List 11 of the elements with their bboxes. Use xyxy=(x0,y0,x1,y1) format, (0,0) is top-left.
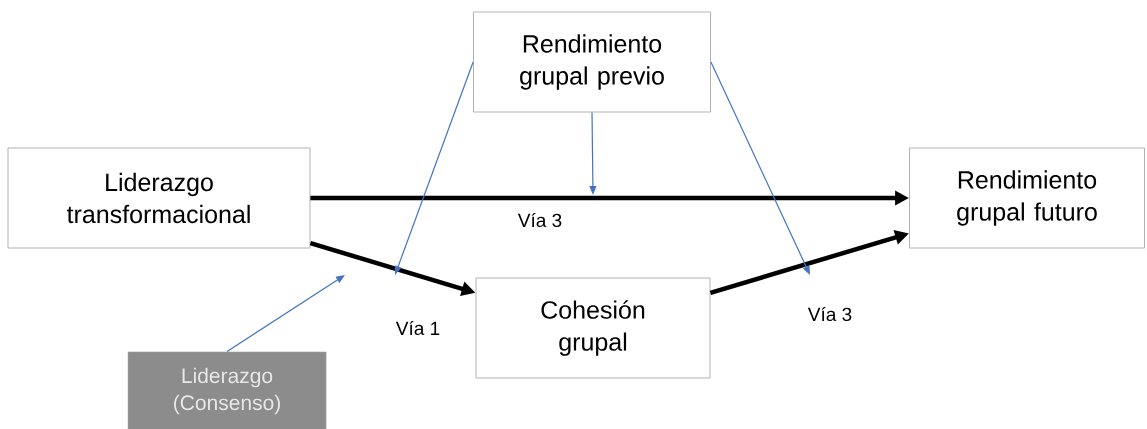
arrow xyxy=(710,61,810,275)
text-box: Liderazgo (Consenso) xyxy=(127,351,327,429)
edge-label: Vía 3 xyxy=(516,211,564,229)
edge-label: Vía 3 xyxy=(806,305,854,323)
text-box: Liderazgo transformacional xyxy=(7,147,311,249)
text-box: Rendimiento grupal previo xyxy=(473,11,711,113)
text-box: Cohesión grupal xyxy=(475,277,711,379)
arrow xyxy=(226,275,345,353)
text-box: Rendimiento grupal futuro xyxy=(909,147,1145,249)
edge-label: Vía 1 xyxy=(394,319,442,337)
arrow xyxy=(394,61,474,275)
